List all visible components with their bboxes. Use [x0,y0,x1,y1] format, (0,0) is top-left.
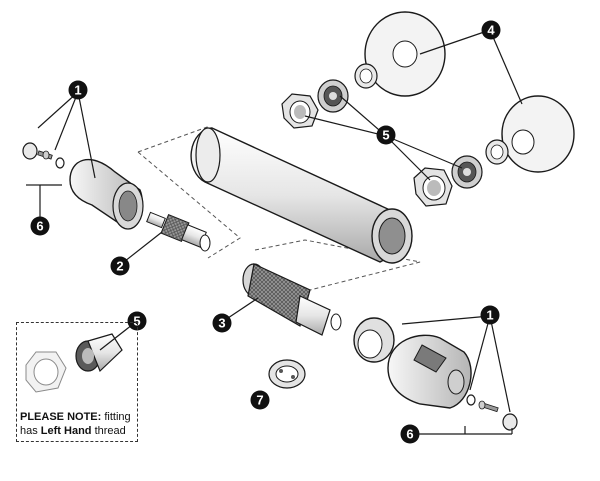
wall-flange-top [364,11,446,97]
callout-3: 3 [212,313,232,333]
note-lead: PLEASE NOTE: [20,411,102,423]
callout-5-inset: 5 [127,311,147,331]
check-valve [268,359,306,389]
svg-text:1: 1 [74,83,81,98]
handle-right [387,334,472,409]
callout-1-left: 1 [68,80,88,100]
callout-1-right: 1 [480,305,500,325]
inset-nut [25,351,67,393]
union-fitting-top [317,79,349,113]
svg-text:3: 3 [218,316,225,331]
shroud-ring [353,317,395,363]
inset-union-fitting [75,333,123,373]
svg-text:2: 2 [116,259,123,274]
note-text-1: fitting [101,411,131,423]
assembly-guides [137,125,421,291]
hex-nut-top [281,93,319,129]
handle-left [69,158,144,230]
callout-7: 7 [250,390,270,410]
valve-body [190,127,413,264]
note-text-3: thread [91,425,126,437]
callout-2: 2 [110,256,130,276]
thermostatic-cartridge [146,211,211,252]
note-text-2: has [20,425,41,437]
screw-right [478,400,499,413]
screw-left [37,150,53,160]
washer-top [354,63,378,89]
callout-4: 4 [481,20,501,40]
callout-5-main: 5 [376,125,396,145]
hex-nut-right [413,167,453,207]
washer-small-left [55,157,65,169]
svg-text:5: 5 [382,128,389,143]
flow-cartridge [242,263,342,336]
svg-text:5: 5 [133,314,140,329]
leader-lines [26,29,523,435]
callout-6-left: 6 [30,216,50,236]
callout-6-right: 6 [400,424,420,444]
svg-text:4: 4 [487,23,495,38]
wall-flange-right [501,95,575,173]
left-hand-thread-note: PLEASE NOTE: fitting has Left Hand threa… [20,410,145,438]
washer-small-right [466,394,476,406]
svg-text:1: 1 [486,308,493,323]
washer-right [485,139,509,165]
union-fitting-right [451,155,483,189]
cap-left [22,142,38,160]
cap-right [502,413,518,431]
svg-text:6: 6 [36,219,43,234]
svg-text:6: 6 [406,427,413,442]
note-emphasis: Left Hand [40,425,92,437]
note-inset-box [16,322,138,442]
svg-text:7: 7 [256,393,263,408]
